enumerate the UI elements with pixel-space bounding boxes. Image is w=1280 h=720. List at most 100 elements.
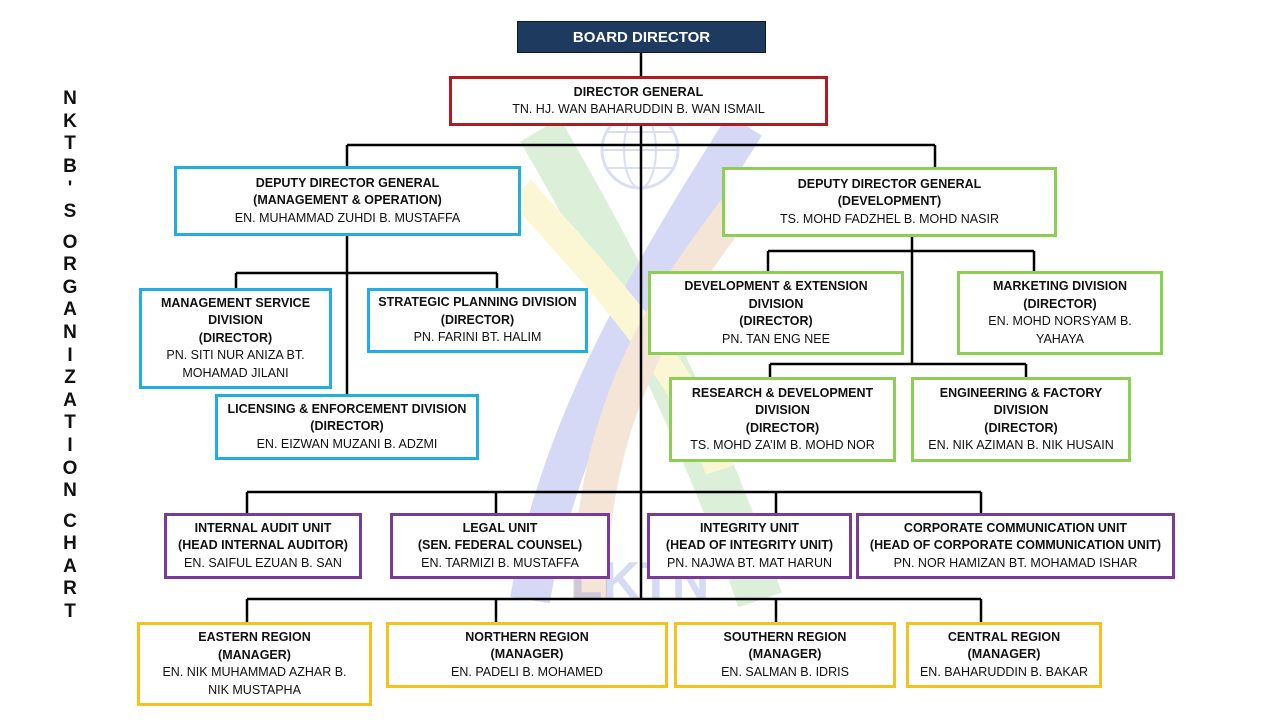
iu-title: INTEGRITY UNIT [699, 520, 800, 535]
side-title-char: N [63, 88, 77, 109]
lu-title: LEGAL UNIT [462, 520, 538, 535]
rdd-name: TS. MOHD ZA’IM B. MOHD NOR [690, 438, 875, 452]
director-general-box: DIRECTOR GENERAL TN. HJ. WAN BAHARUDDIN … [449, 76, 828, 126]
engineering-factory-division-box: ENGINEERING & FACTORY DIVISION (DIRECTOR… [911, 377, 1131, 462]
research-development-division-box: RESEARCH & DEVELOPMENT DIVISION (DIRECTO… [669, 377, 896, 462]
nr-title: NORTHERN REGION [465, 629, 589, 644]
ded-title-line1: DEVELOPMENT & EXTENSION [684, 279, 868, 293]
side-title-char: R [63, 578, 77, 600]
side-title-char: I [67, 434, 73, 456]
efd-title-line1: ENGINEERING & FACTORY [939, 385, 1103, 400]
rdd-role: (DIRECTOR) [745, 420, 820, 435]
cr-name: EN. BAHARUDDIN B. BAKAR [919, 664, 1089, 679]
led-title: LICENSING & ENFORCEMENT DIVISION [227, 401, 467, 416]
efd-title-line2: DIVISION [993, 403, 1049, 417]
ccu-name: PN. NOR HAMIZAN BT. MOHAMAD ISHAR [893, 555, 1138, 570]
southern-region-box: SOUTHERN REGION (MANAGER) EN. SALMAN B. … [674, 622, 896, 688]
side-title-char: T [64, 601, 76, 623]
spd-name: PN. FARINI BT. HALIM [413, 330, 542, 345]
side-title-char: N [63, 321, 77, 343]
efd-role: (DIRECTOR) [984, 420, 1058, 435]
mkd-name-line2: YAHAYA [1036, 331, 1084, 346]
rdd-title-line1: RESEARCH & DEVELOPMENT [691, 385, 874, 400]
led-role: (DIRECTOR) [310, 419, 384, 434]
side-title-char: K [63, 110, 77, 132]
ded-role: (DIRECTOR) [739, 314, 813, 328]
ddg-dev-title: DEPUTY DIRECTOR GENERAL [797, 176, 982, 191]
side-title-char: A [63, 299, 77, 321]
side-title-char: I [67, 344, 73, 366]
side-title-char: A [63, 389, 77, 411]
mkd-name-line1: EN. MOHD NORSYAM B. [988, 314, 1132, 328]
management-service-division-box: MANAGEMENT SERVICE DIVISION (DIRECTOR) P… [139, 288, 332, 389]
strategic-planning-division-box: STRATEGIC PLANNING DIVISION (DIRECTOR) P… [367, 288, 588, 353]
ded-title-line2: DIVISION [748, 296, 804, 311]
er-title: EASTERN REGION [198, 630, 311, 644]
ddg-mo-title: DEPUTY DIRECTOR GENERAL [255, 175, 440, 190]
corporate-communication-unit-box: CORPORATE COMMUNICATION UNIT (HEAD OF CO… [856, 513, 1175, 579]
rdd-title-line2: DIVISION [755, 403, 810, 417]
side-title-char: S [63, 200, 77, 222]
cr-role: (MANAGER) [967, 647, 1041, 662]
side-title-char: O [62, 231, 78, 253]
er-role: (MANAGER) [218, 647, 291, 662]
ddg-management-operation-box: DEPUTY DIRECTOR GENERAL (MANAGEMENT & OP… [174, 166, 521, 236]
eastern-region-box: EASTERN REGION (MANAGER) EN. NIK MUHAMMA… [137, 622, 372, 706]
sr-role: (MANAGER) [748, 647, 822, 662]
lu-role: (SEN. FEDERAL COUNSEL) [417, 538, 583, 553]
msd-name-line2: MOHAMAD JILANI [182, 365, 289, 380]
side-title-char: O [62, 457, 78, 479]
side-title-char: R [63, 254, 77, 276]
iu-role: (HEAD OF INTEGRITY UNIT) [665, 538, 834, 553]
led-name: EN. EIZWAN MUZANI B. ADZMI [256, 436, 438, 451]
side-title-char: T [64, 133, 76, 155]
side-title-char: A [63, 555, 77, 577]
ded-name: PN. TAN ENG NEE [722, 331, 830, 346]
dg-name: TN. HJ. WAN BAHARUDDIN B. WAN ISMAIL [512, 102, 765, 116]
efd-name: EN. NIK AZIMAN B. NIK HUSAIN [928, 438, 1114, 452]
sr-title: SOUTHERN REGION [723, 629, 847, 644]
msd-title-line2: DIVISION [208, 313, 263, 328]
spd-title: STRATEGIC PLANNING DIVISION [378, 295, 577, 310]
side-title-char: H [63, 533, 77, 555]
mkd-role: (DIRECTOR) [1023, 296, 1097, 311]
iau-name: EN. SAIFUL EZUAN B. SAN [184, 555, 342, 570]
side-title-char: N [63, 480, 77, 502]
side-title-char: G [62, 276, 78, 298]
side-title-char: C [63, 510, 77, 532]
marketing-division-box: MARKETING DIVISION (DIRECTOR) EN. MOHD N… [957, 271, 1163, 355]
spd-role: (DIRECTOR) [440, 312, 515, 327]
ccu-title: CORPORATE COMMUNICATION UNIT [903, 520, 1128, 535]
ddg-mo-subtitle: (MANAGEMENT & OPERATION) [253, 193, 442, 208]
cr-title: CENTRAL REGION [947, 629, 1061, 644]
integrity-unit-box: INTEGRITY UNIT (HEAD OF INTEGRITY UNIT) … [647, 513, 852, 579]
iau-title: INTERNAL AUDIT UNIT [194, 520, 332, 535]
northern-region-box: NORTHERN REGION (MANAGER) EN. PADELI B. … [386, 622, 668, 688]
ddg-development-box: DEPUTY DIRECTOR GENERAL (DEVELOPMENT) TS… [722, 167, 1057, 237]
er-name-line2: NIK MUSTAPHA [208, 682, 301, 697]
ddg-dev-name: TS. MOHD FADZHEL B. MOHD NASIR [779, 211, 999, 226]
nr-name: EN. PADELI B. MOHAMED [451, 664, 603, 679]
board-director-label: BOARD DIRECTOR [572, 28, 711, 46]
iau-role: (HEAD INTERNAL AUDITOR) [178, 538, 348, 553]
iu-name: PN. NAJWA BT. MAT HARUN [666, 555, 833, 570]
side-title-char: B [63, 155, 77, 177]
mkd-title: MARKETING DIVISION [992, 279, 1128, 293]
msd-title-line1: MANAGEMENT SERVICE [160, 295, 311, 310]
central-region-box: CENTRAL REGION (MANAGER) EN. BAHARUDDIN … [906, 622, 1102, 688]
development-extension-division-box: DEVELOPMENT & EXTENSION DIVISION (DIRECT… [648, 271, 904, 355]
nr-role: (MANAGER) [490, 647, 564, 662]
ccu-role: (HEAD OF CORPORATE COMMUNICATION UNIT) [869, 538, 1162, 553]
dg-title: DIRECTOR GENERAL [573, 84, 704, 99]
msd-name-line1: PN. SITI NUR ANIZA BT. [166, 348, 305, 363]
legal-unit-box: LEGAL UNIT (SEN. FEDERAL COUNSEL) EN. TA… [390, 513, 610, 579]
er-name-line1: EN. NIK MUHAMMAD AZHAR B. [162, 665, 347, 679]
side-title-char: T [64, 412, 76, 434]
lu-name: EN. TARMIZI B. MUSTAFFA [421, 555, 579, 570]
msd-role: (DIRECTOR) [198, 330, 273, 345]
side-title-char: ' [67, 178, 73, 200]
side-title-char: Z [64, 367, 76, 389]
